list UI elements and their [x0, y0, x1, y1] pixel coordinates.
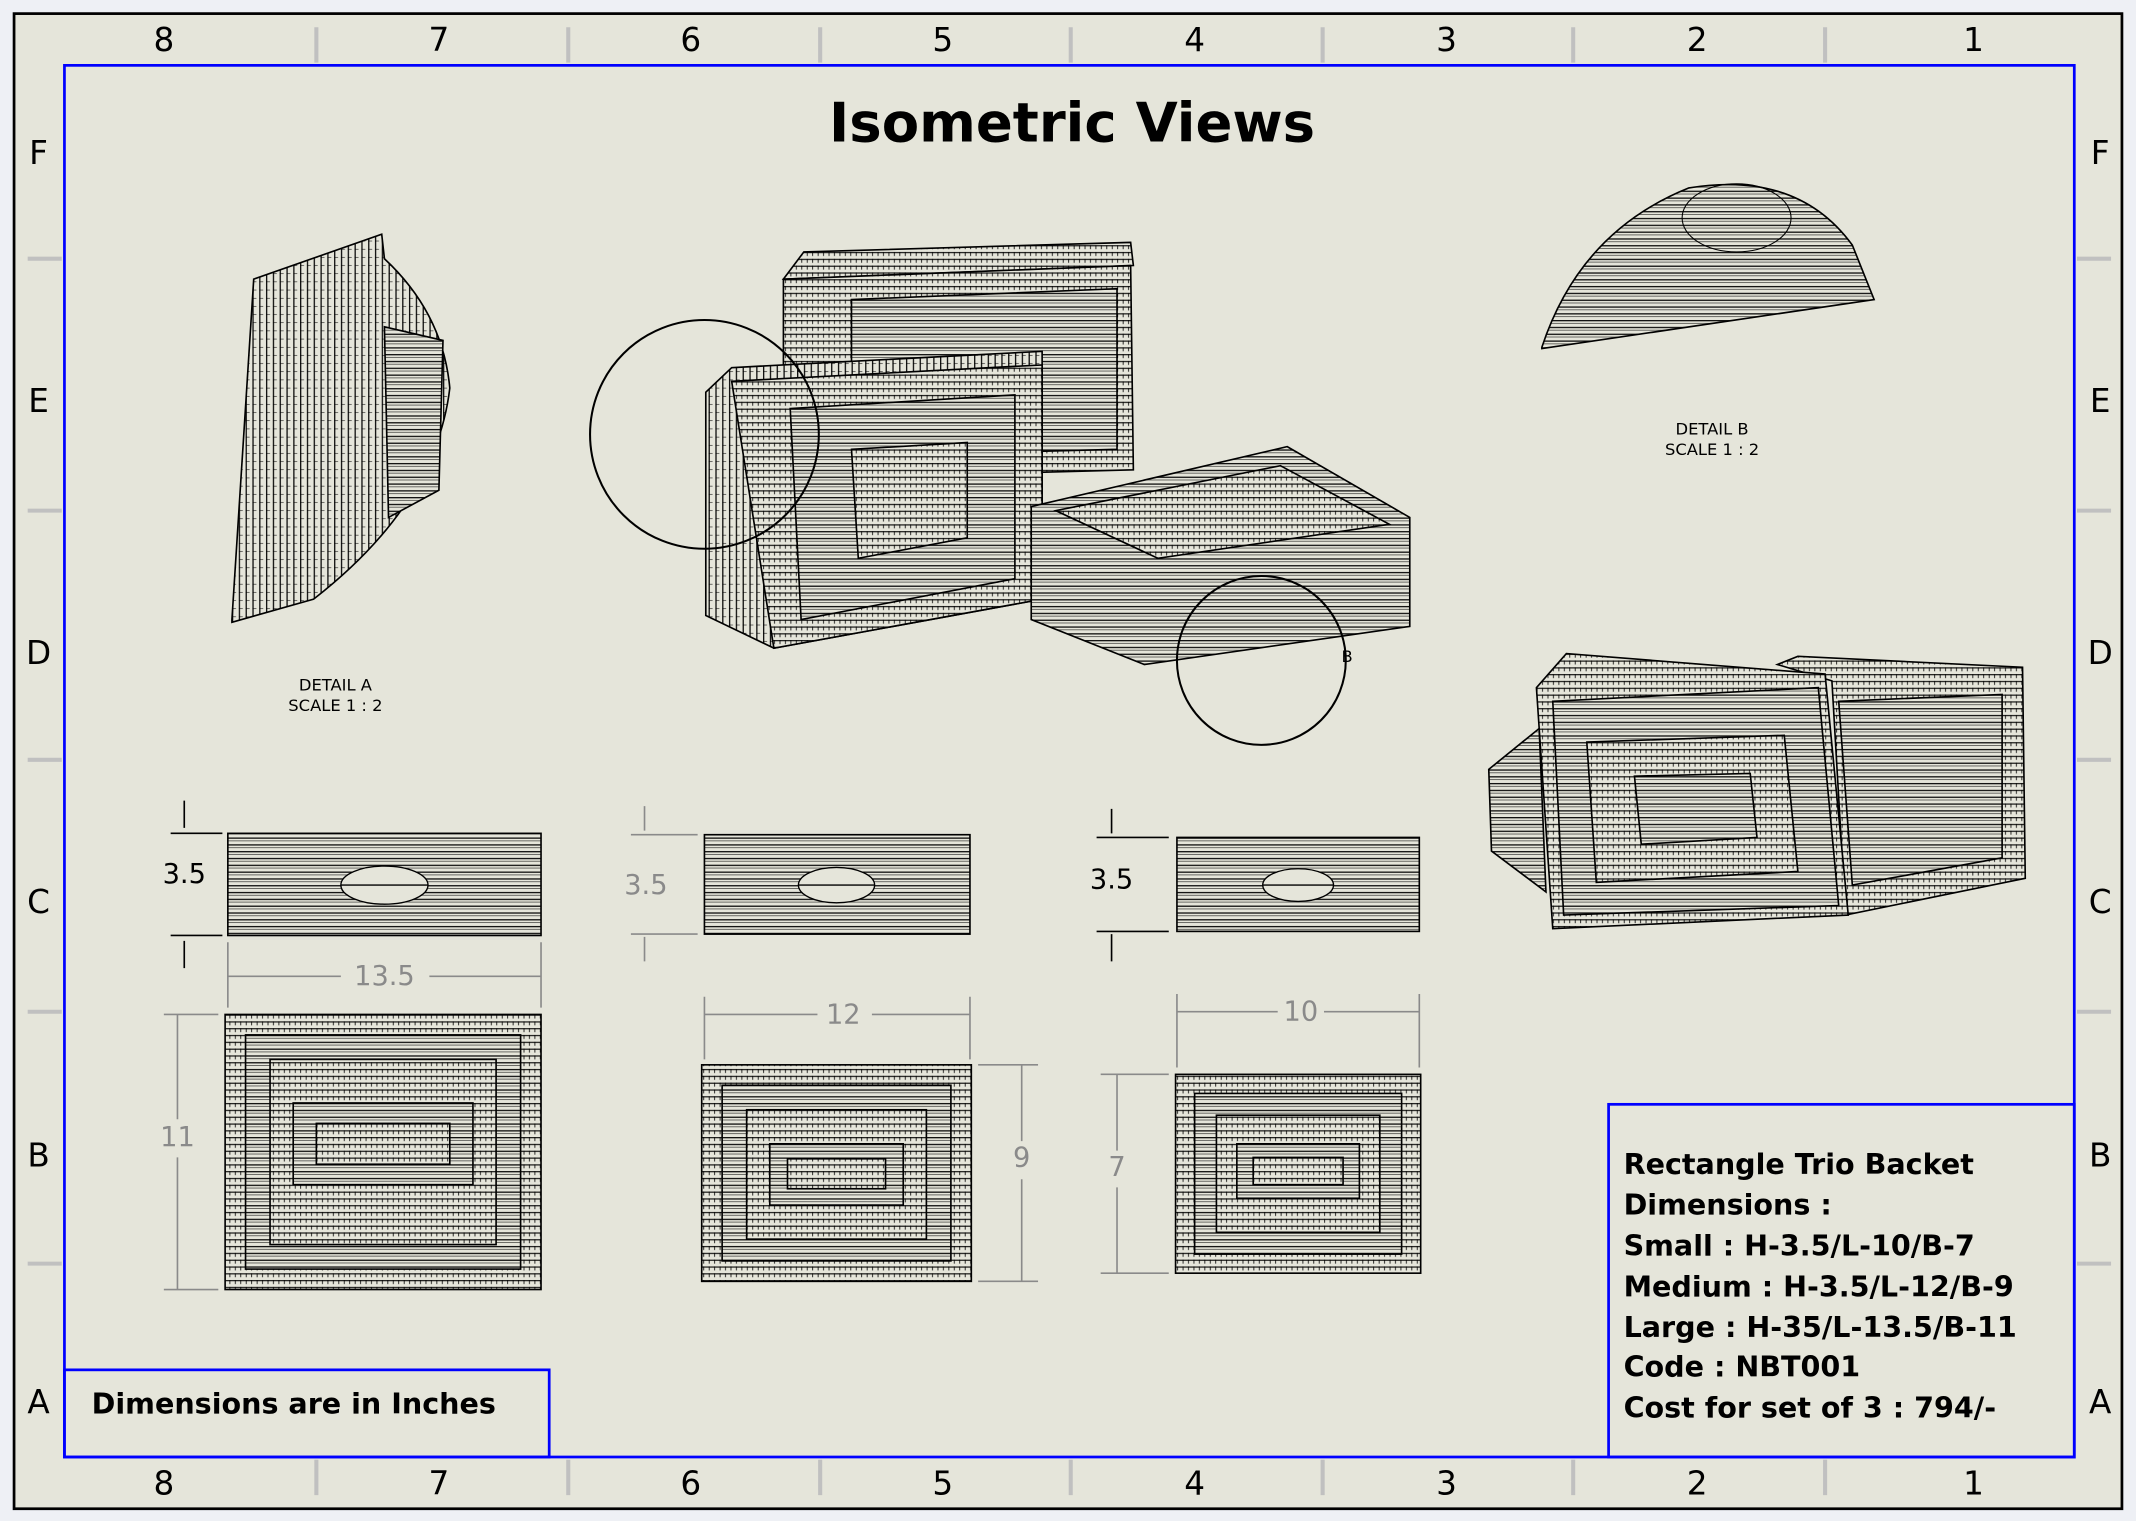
detail-b-scale: SCALE 1 : 2	[1665, 440, 1759, 459]
sheet-title: Isometric Views	[829, 91, 1315, 155]
dim-small-breadth: 7	[1108, 1152, 1125, 1183]
detail-b-marker: B	[1342, 647, 1353, 666]
row-label: B	[2089, 1136, 2111, 1174]
detail-a-scale: SCALE 1 : 2	[288, 696, 382, 715]
row-label: D	[2088, 634, 2113, 672]
col-label: 7	[429, 1465, 450, 1503]
dim-small: 3.5 10 7	[1090, 808, 1421, 1274]
isometric-view-secondary	[1487, 652, 2027, 930]
product-code: Code : NBT001	[1624, 1350, 1861, 1384]
col-label: 4	[1184, 1465, 1205, 1503]
top-view-small	[1174, 1073, 1422, 1274]
side-view-medium	[703, 833, 971, 935]
side-view-small	[1176, 836, 1421, 933]
col-label: 1	[1963, 21, 1984, 59]
col-label: 6	[680, 21, 701, 59]
col-label: 1	[1963, 1465, 1984, 1503]
row-label: F	[29, 134, 48, 172]
row-label: E	[2090, 382, 2111, 420]
row-label: F	[2091, 134, 2110, 172]
cost: Cost for set of 3 : 794/-	[1624, 1391, 1997, 1425]
column-labels-bottom: 8 7 6 5 4 3 2 1	[153, 1465, 1983, 1503]
col-label: 2	[1687, 1465, 1708, 1503]
row-label: E	[28, 382, 49, 420]
col-label: 3	[1436, 21, 1457, 59]
dim-small-length: 10	[1284, 997, 1319, 1028]
large-size: Large : H-35/L-13.5/B-11	[1624, 1310, 2017, 1344]
col-label: 4	[1184, 21, 1205, 59]
detail-b-label: DETAIL B	[1676, 419, 1749, 438]
dim-medium-height: 3.5	[624, 870, 667, 901]
column-labels-top: 8 7 6 5 4 3 2 1	[153, 21, 1983, 59]
drawing-border	[63, 63, 2076, 1459]
detail-a-circle	[589, 318, 820, 550]
top-view-medium	[700, 1064, 973, 1283]
detail-a-label: DETAIL A	[299, 675, 373, 694]
col-label: 2	[1687, 21, 1708, 59]
side-view-large	[227, 832, 542, 937]
dim-large-height: 3.5	[163, 859, 206, 890]
detail-b-circle	[1175, 574, 1347, 746]
dim-small-height: 3.5	[1090, 865, 1133, 896]
detail-a-view: DETAIL A SCALE 1 : 2	[231, 233, 451, 715]
row-labels-right: F E D C B A	[2088, 134, 2113, 1421]
col-label: 8	[153, 21, 174, 59]
dim-medium-breadth: 9	[1013, 1142, 1030, 1173]
row-label: C	[27, 883, 50, 921]
units-note: Dimensions are in Inches	[92, 1386, 496, 1420]
detail-b-view: DETAIL B SCALE 1 : 2	[1541, 183, 1876, 459]
row-label: B	[27, 1136, 49, 1174]
title-block: Rectangle Trio Backet Dimensions : Small…	[1607, 1102, 2076, 1459]
col-label: 6	[680, 1465, 701, 1503]
isometric-view-main: B	[589, 241, 1411, 746]
top-view-large	[224, 1013, 542, 1291]
dim-medium: 3.5 12 9	[624, 806, 1039, 1283]
col-label: 7	[429, 21, 450, 59]
row-label: A	[2089, 1383, 2112, 1421]
product-name: Rectangle Trio Backet	[1624, 1147, 1974, 1181]
dim-large: 3.5 13.5 11	[160, 800, 542, 1291]
col-label: 3	[1436, 1465, 1457, 1503]
dim-large-length: 13.5	[354, 961, 415, 992]
col-label: 5	[932, 21, 953, 59]
small-size: Small : H-3.5/L-10/B-7	[1624, 1228, 1975, 1262]
dim-large-breadth: 11	[160, 1122, 195, 1153]
dim-medium-length: 12	[826, 999, 861, 1030]
col-label: 8	[153, 1465, 174, 1503]
units-note-box: Dimensions are in Inches	[63, 1368, 551, 1459]
col-label: 5	[932, 1465, 953, 1503]
row-labels-left: F E D C B A	[26, 134, 51, 1421]
row-label: C	[2089, 883, 2112, 921]
zone-ticks	[27, 27, 2112, 1496]
dimensions-heading: Dimensions :	[1624, 1188, 1832, 1222]
row-label: A	[27, 1383, 50, 1421]
row-label: D	[26, 634, 51, 672]
medium-size: Medium : H-3.5/L-12/B-9	[1624, 1269, 2014, 1303]
